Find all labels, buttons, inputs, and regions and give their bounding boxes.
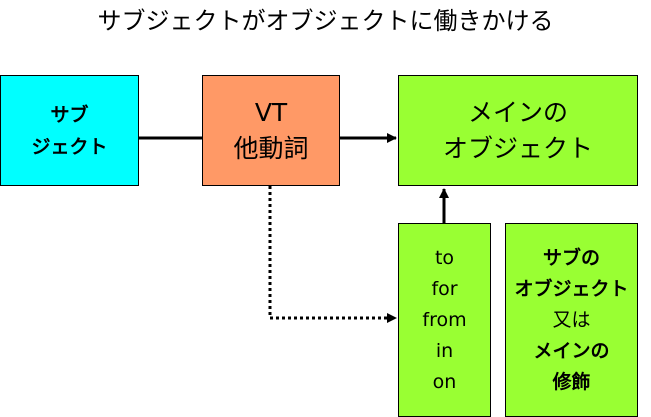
main-object-box: メインの オブジェクト [398,75,638,186]
subject-label-line2: ジェクト [31,135,108,158]
preposition-item: to [434,246,455,269]
main-object-label-line1: メインの [467,97,568,127]
diagram-title: サブジェクトがオブジェクトに働きかける [97,7,554,35]
sub-object-label-line5: 修飾 [552,370,591,393]
preposition-item: in [435,339,454,362]
preposition-item: for [431,277,458,300]
main-object-label-line2: オブジェクト [442,133,593,163]
sub-object-label-line3: 又は [552,308,591,331]
sub-object-label-line4: メインの [533,339,610,362]
sub-object-label-line2: オブジェクト [514,277,629,300]
verb-to-preposition-dotted-arrow [268,186,397,323]
subject-box: サブ ジェクト [0,75,139,186]
preposition-item: on [432,370,457,393]
sub-object-box: サブの オブジェクト 又は メインの 修飾 [505,223,638,417]
transitive-verb-box: VT 他動詞 [202,75,340,186]
subject-label-line1: サブ [50,103,89,126]
verb-label-line2: 他動詞 [233,133,309,163]
preposition-item: from [422,308,467,331]
prepositions-box: to for from in on [398,223,491,417]
verb-label-line1: VT [254,97,288,127]
sub-object-label-line1: サブの [542,246,600,269]
